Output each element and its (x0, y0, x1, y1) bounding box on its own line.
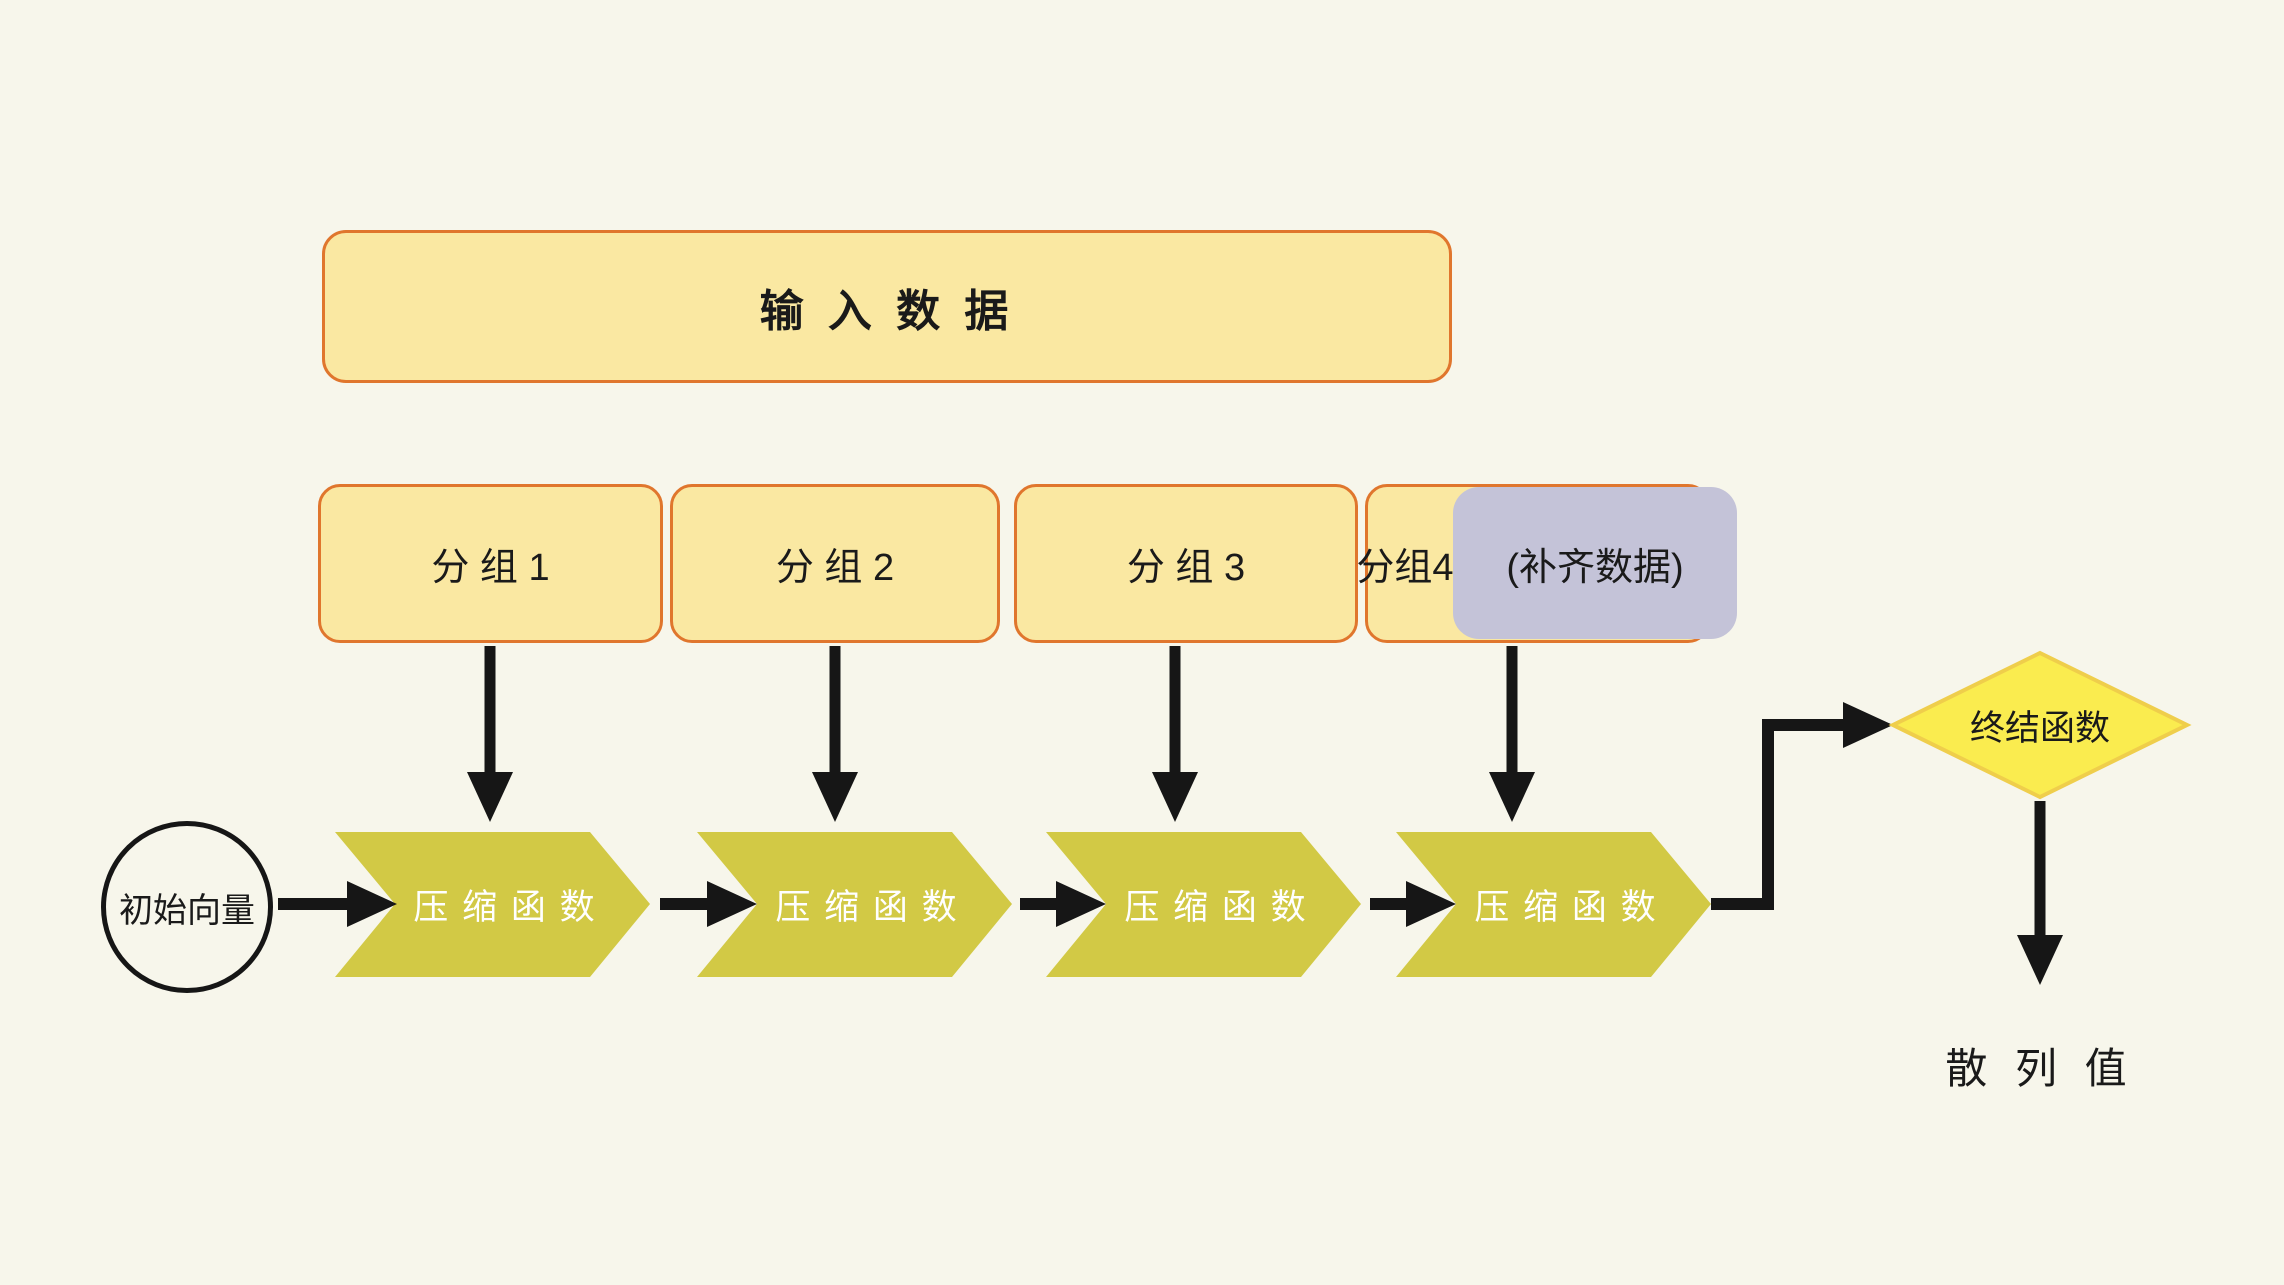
padding-data-box (1453, 487, 1737, 639)
group-2-label: 分 组 2 (775, 547, 895, 589)
final-function-label: 终结函数 (1969, 708, 2110, 748)
input-data-label: 输 入 数 据 (759, 286, 1015, 336)
compression-function-3-shape (1046, 832, 1361, 977)
group-4-label: 分组4 (1356, 547, 1454, 589)
final-function-shape (1888, 650, 2192, 800)
group-1-box (318, 484, 663, 643)
group-3-label: 分 组 3 (1126, 547, 1246, 589)
padding-data-label: (补齐数据) (1506, 546, 1684, 589)
initial-vector-circle (101, 821, 273, 993)
input-data-box (322, 230, 1452, 383)
compression-function-4-label: 压 缩 函 数 (1474, 888, 1658, 927)
arrow-compress4-to-final (1711, 702, 1893, 910)
compression-function-1-shape (335, 832, 650, 977)
compression-function-2-shape (697, 832, 1012, 977)
group-1-label: 分 组 1 (431, 547, 550, 589)
initial-vector-label: 初始向量 (119, 891, 255, 930)
compression-function-4-shape (1396, 832, 1711, 977)
hash-value-label: 散 列 值 (1945, 1044, 2135, 1092)
compression-function-3-label: 压 缩 函 数 (1124, 888, 1308, 927)
group-2-box (670, 484, 1000, 643)
compression-function-2-label: 压 缩 函 数 (775, 888, 959, 927)
compression-function-1-label: 压 缩 函 数 (413, 888, 597, 927)
group-3-box (1014, 484, 1358, 643)
